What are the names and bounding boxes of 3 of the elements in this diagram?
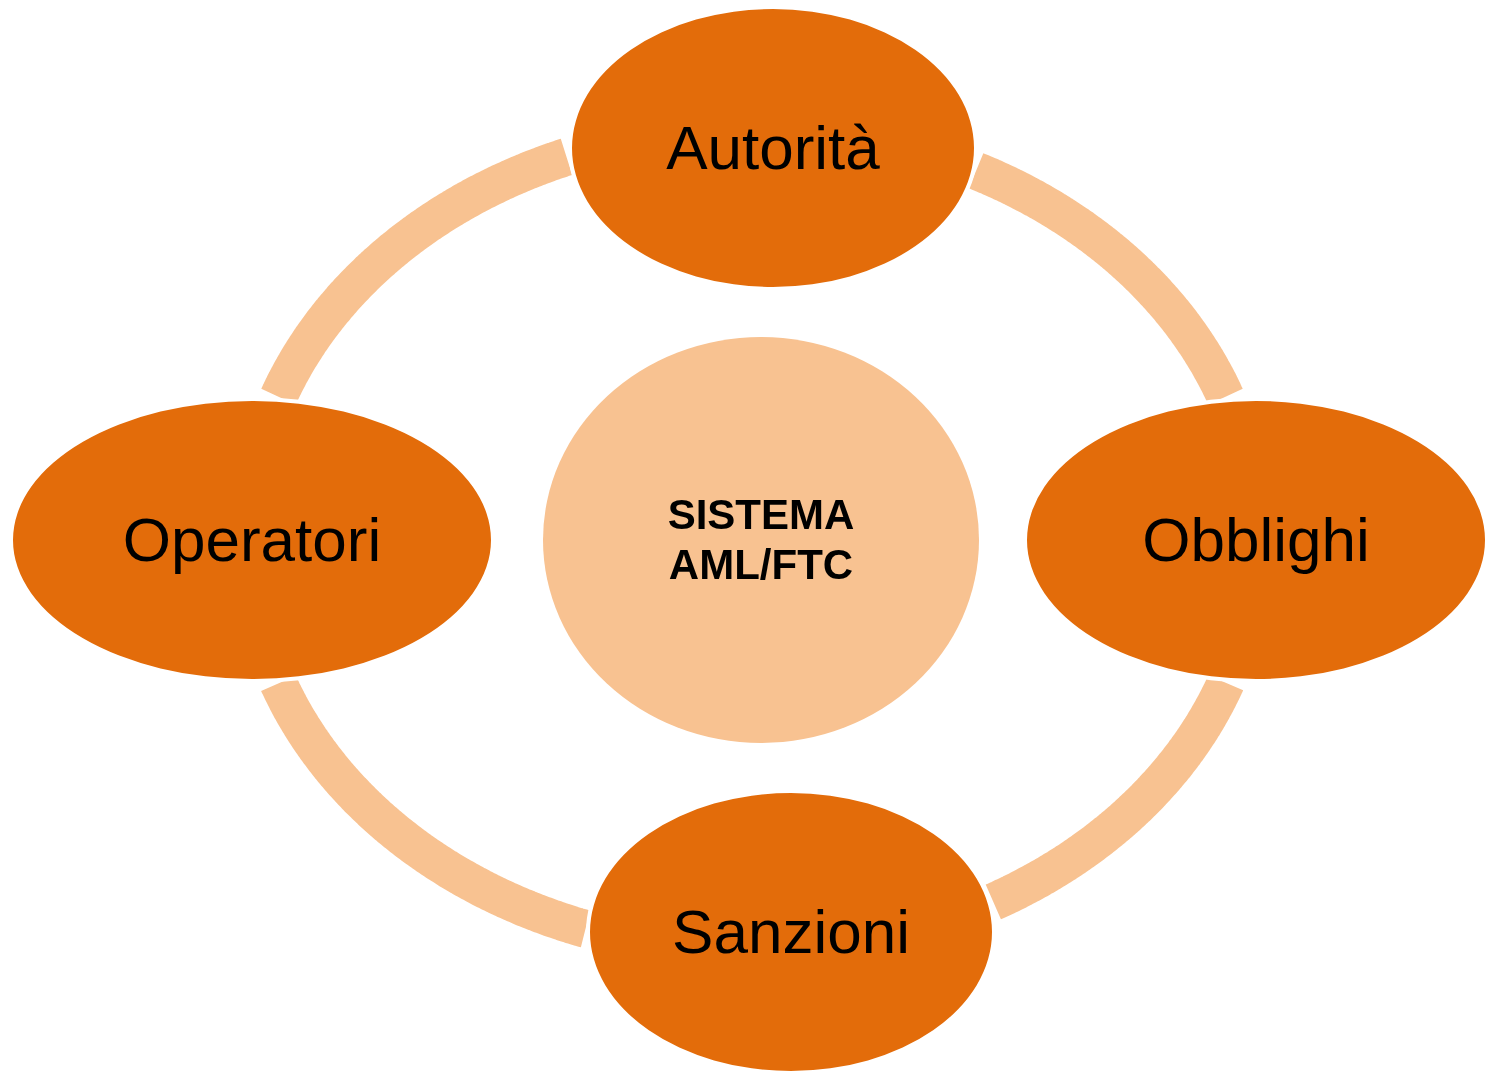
node-label: Sanzioni bbox=[672, 901, 910, 963]
node-label: SISTEMA AML/FTC bbox=[666, 489, 856, 590]
node-label: Autorità bbox=[666, 117, 880, 179]
